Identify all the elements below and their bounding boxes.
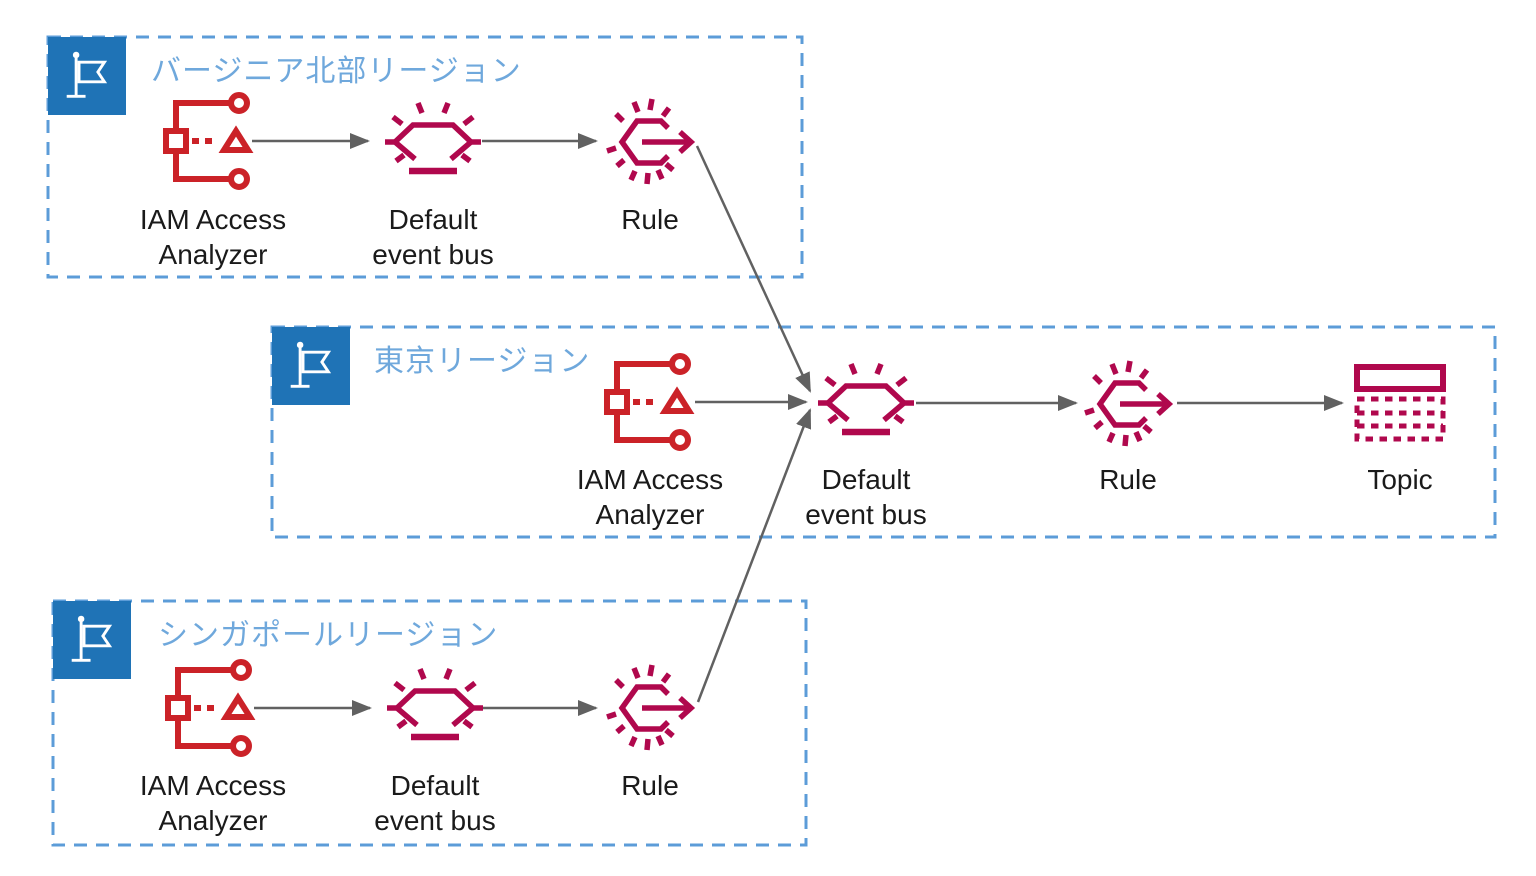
connector-virginia-rule-to-tokyo-bus	[695, 145, 812, 393]
region-box-singapore	[51, 599, 808, 847]
label-singapore-iam-access-analyzer: IAM Access Analyzer	[139, 770, 287, 836]
label-virginia-iam-access-analyzer: IAM Access Analyzer	[139, 204, 287, 270]
iam-access-analyzer-icon	[160, 93, 256, 189]
region-title-tokyo: 東京リージョン	[374, 345, 591, 378]
eventbridge-rule-icon	[602, 95, 698, 191]
sns-topic-icon	[1352, 347, 1448, 443]
eventbridge-event-bus-icon	[385, 91, 481, 187]
label-virginia-rule: Rule	[621, 204, 679, 235]
region-title-singapore: シンガポールリージョン	[158, 619, 499, 652]
label-singapore-rule: Rule	[621, 770, 679, 801]
label-tokyo-default-event-bus: Default event bus	[805, 464, 927, 530]
eventbridge-rule-icon	[1080, 357, 1176, 453]
label-tokyo-rule: Rule	[1099, 464, 1157, 495]
label-virginia-default-event-bus: Default event bus	[372, 204, 494, 270]
region-flag-icon	[289, 340, 330, 388]
region-box-virginia	[46, 35, 804, 279]
region-flag-icon	[65, 50, 106, 98]
region-title-virginia: バージニア北部リージョン	[151, 55, 522, 88]
label-tokyo-topic: Topic	[1367, 464, 1433, 495]
label-singapore-default-event-bus: Default event bus	[374, 770, 496, 836]
region-flag-singapore	[53, 601, 131, 679]
region-flag-tokyo	[272, 327, 350, 405]
iam-access-analyzer-icon	[162, 660, 258, 756]
eventbridge-rule-icon	[602, 661, 698, 757]
region-box-tokyo	[270, 325, 1497, 539]
label-tokyo-iam-access-analyzer: IAM Access Analyzer	[576, 464, 724, 530]
iam-access-analyzer-icon	[601, 354, 697, 450]
connector-singapore-rule-to-tokyo-bus	[696, 408, 812, 703]
region-flag-icon	[70, 614, 111, 662]
region-flag-virginia	[48, 37, 126, 115]
eventbridge-event-bus-icon	[818, 352, 914, 448]
eventbridge-event-bus-icon	[387, 657, 483, 753]
